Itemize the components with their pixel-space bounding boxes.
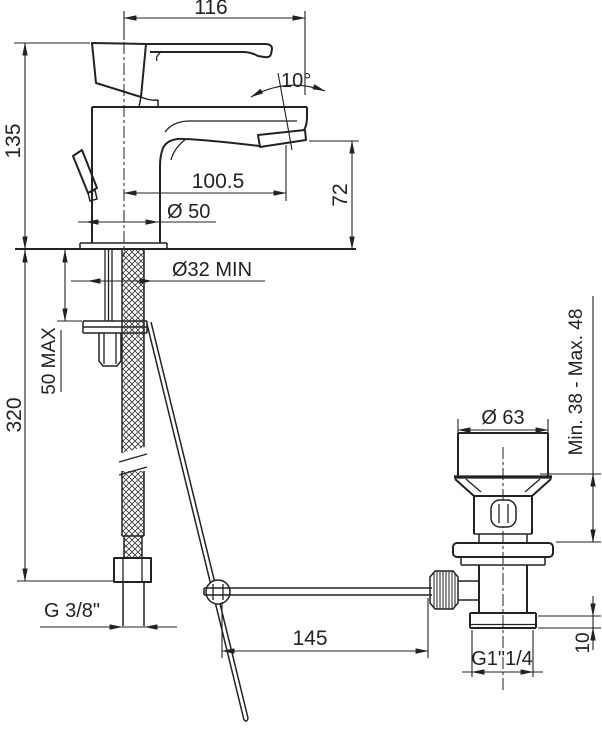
drain-lower-body [478, 565, 528, 613]
dim-mounting-hole: Ø32 MIN [71, 259, 265, 284]
dim-hose-thread: G 3/8" [40, 600, 177, 630]
dim-deck-thickness: 50 MAX [39, 249, 82, 395]
dim-spout-angle-label: 10° [281, 70, 311, 92]
dim-outlet-height-label: 72 [329, 183, 352, 206]
dim-basin-range-label: Min. 38 - Max. 48 [566, 309, 587, 456]
dim-deck-thickness-label: 50 MAX [39, 327, 60, 395]
dim-hose-thread-label: G 3/8" [44, 600, 100, 622]
rod-joint [205, 579, 231, 605]
dim-rod-to-drain-label: 145 [292, 627, 327, 650]
dim-hose-length: 320 [3, 249, 113, 582]
dim-mounting-hole-label: Ø32 MIN [172, 259, 252, 281]
drain-knurled-knob [429, 570, 479, 610]
dim-drain-cap-diameter: Ø 63 [457, 407, 549, 433]
dim-basin-range: Min. 38 - Max. 48 [540, 296, 601, 543]
hose-hex-nut [113, 557, 152, 626]
dim-spout-width: 116 [123, 0, 306, 95]
horizontal-rod [203, 584, 432, 600]
dim-body-height-label: 135 [2, 123, 25, 158]
drain-mid-body [473, 496, 533, 543]
mounting-bracket [82, 320, 148, 334]
dim-spout-angle: 10° [250, 70, 326, 151]
dim-locknut-height-label: 10 [573, 632, 594, 653]
dim-hose-length-label: 320 [3, 397, 26, 432]
pull-rod-diagonal [146, 321, 249, 722]
flex-hose [118, 250, 148, 559]
dim-spout-width-label: 116 [194, 0, 227, 19]
dim-drain-thread-label: G1"1/4 [471, 648, 533, 670]
dim-outlet-height: 72 [309, 140, 359, 250]
drain-tailpipe [471, 630, 534, 677]
mounting-nut [98, 333, 122, 367]
dim-rod-to-drain: 145 [221, 598, 429, 658]
dim-locknut-height: 10 [538, 596, 601, 654]
faucet [72, 21, 308, 257]
drain-assembly [429, 432, 554, 690]
dim-spout-reach: 100.5 [123, 145, 287, 201]
drain-locknut [469, 612, 537, 629]
dim-drain-cap-diameter-label: Ø 63 [481, 407, 524, 429]
mounting-stud [104, 250, 113, 321]
dim-spout-reach-label: 100.5 [192, 170, 245, 193]
drain-flange [452, 542, 554, 566]
faucet-handle [91, 42, 273, 108]
dim-body-height: 135 [2, 42, 90, 250]
dim-drain-thread: G1"1/4 [462, 648, 543, 675]
dim-base-diameter: Ø 50 [78, 201, 216, 225]
dimension-annotations: 116 135 10° 100.5 72 [2, 0, 601, 675]
drain-cap [454, 432, 552, 479]
dim-base-diameter-label: Ø 50 [167, 201, 210, 223]
popup-rod-knob [72, 149, 98, 202]
drain-cone [454, 478, 552, 497]
